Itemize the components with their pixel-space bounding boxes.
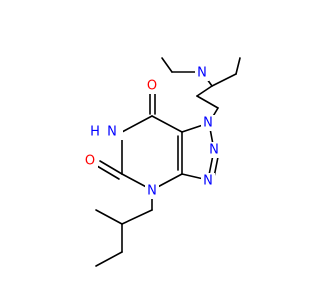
bond bbox=[151, 115, 183, 133]
bond bbox=[99, 160, 123, 175]
atom-label-nh-n: N bbox=[107, 125, 117, 140]
bond bbox=[196, 95, 219, 109]
bond bbox=[161, 57, 173, 73]
atom-label-o-left: O bbox=[85, 154, 95, 169]
atom-label-n3: N bbox=[203, 174, 213, 189]
atom-label-n4: N bbox=[147, 184, 157, 199]
atom-label-nh-h: H bbox=[90, 125, 100, 140]
atom-labels: O H N O N N N N N bbox=[84, 65, 221, 199]
bond bbox=[95, 209, 123, 225]
atom-label-n1: N bbox=[203, 116, 213, 131]
atom-label-n2: N bbox=[209, 143, 219, 158]
molecule-structure: O H N O N N N N N bbox=[84, 57, 241, 267]
bond bbox=[235, 57, 241, 75]
bond bbox=[211, 73, 237, 87]
bond bbox=[121, 209, 153, 225]
bond bbox=[196, 85, 213, 97]
atom-label-o-top: O bbox=[147, 79, 157, 94]
bonds bbox=[95, 57, 241, 267]
bond bbox=[121, 115, 153, 133]
bond bbox=[96, 165, 120, 180]
atom-label-n-amine: N bbox=[197, 66, 207, 81]
bond bbox=[95, 251, 123, 267]
